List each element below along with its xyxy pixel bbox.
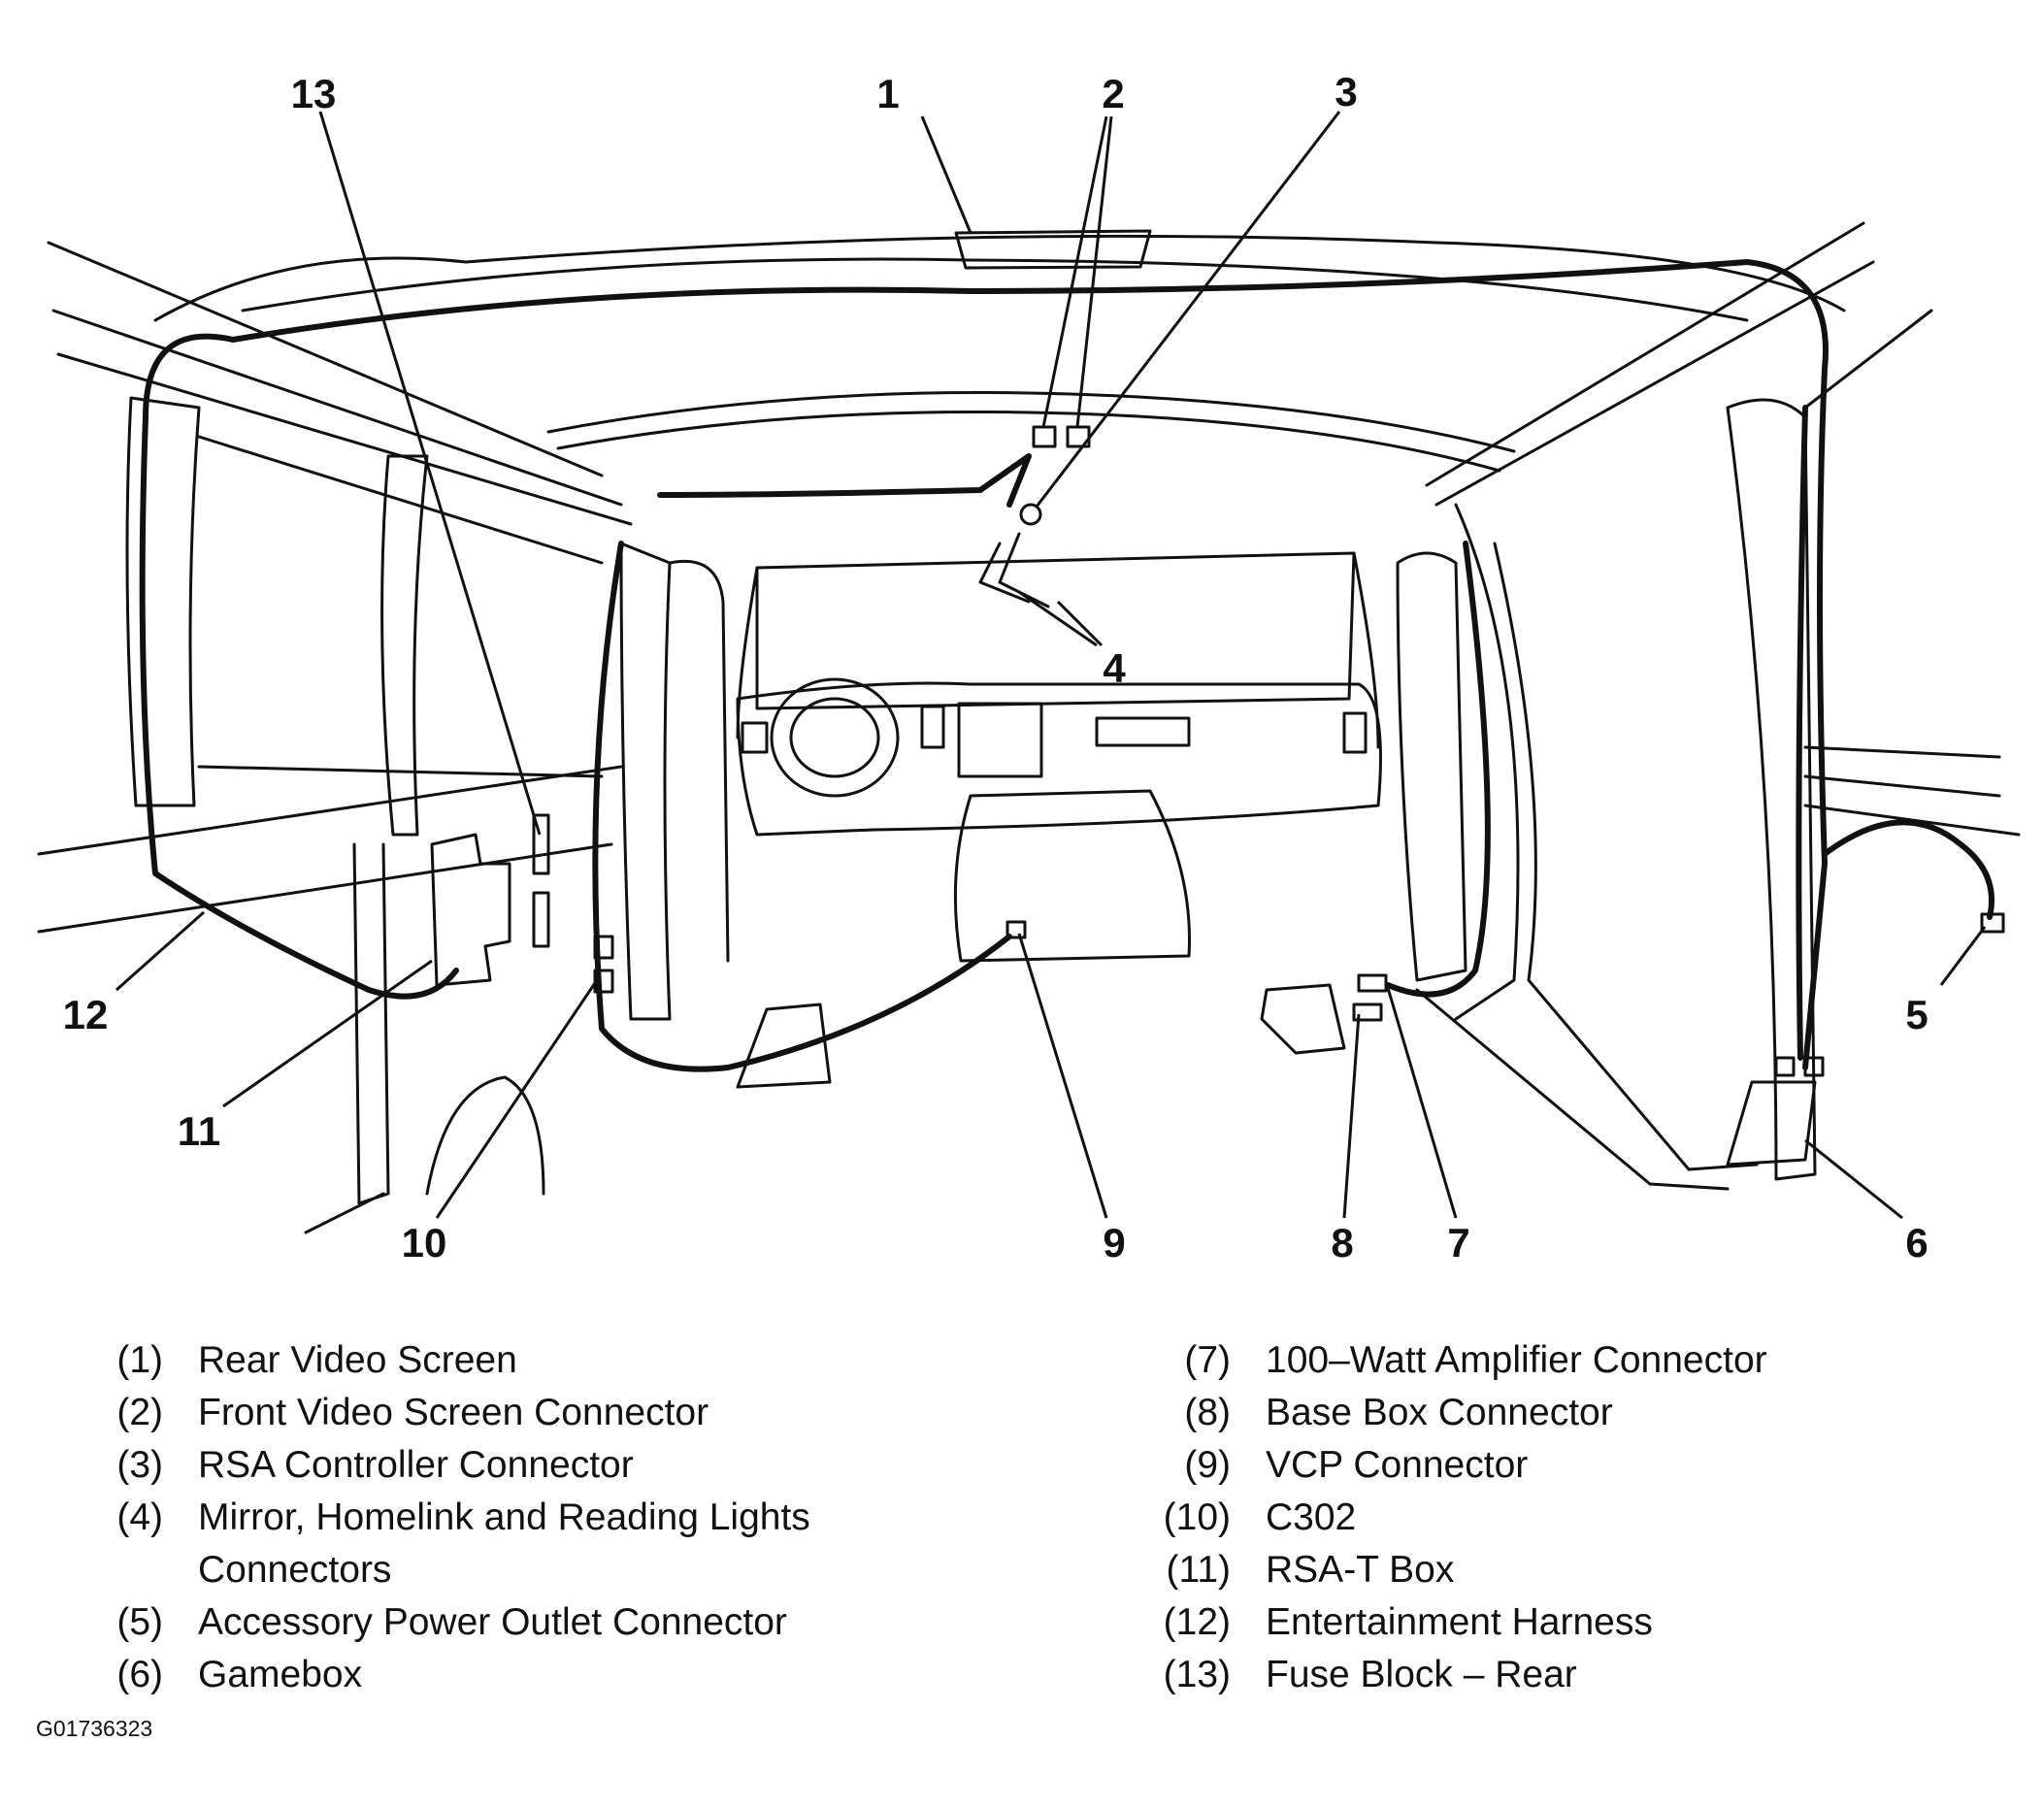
legend-item: (2) Front Video Screen Connector [78, 1387, 980, 1439]
legend-label: VCP Connector [1266, 1444, 1529, 1486]
leader-6 [1804, 1138, 1903, 1220]
gamebox [1726, 1080, 1817, 1167]
amplifier-connector [1357, 973, 1388, 993]
leader-9 [1017, 933, 1108, 1219]
legend-label: Base Box Connector [1266, 1392, 1613, 1433]
legend-label: Front Video Screen Connector [198, 1392, 709, 1433]
legend-left-column: (1) Rear Video Screen (2) Front Video Sc… [78, 1334, 980, 1701]
legend-number: (10) [1163, 1496, 1231, 1538]
legend-item: (4) Mirror, Homelink and Reading Lights … [78, 1492, 980, 1596]
leader-7 [1386, 987, 1458, 1219]
steering-wheel [770, 677, 900, 798]
entertainment-harness [139, 333, 459, 1000]
roof-outline [153, 234, 1846, 322]
legend-number: (13) [1163, 1654, 1231, 1695]
legend-right-column: (7) 100–Watt Amplifier Connector (8) Bas… [1145, 1334, 2019, 1701]
legend-item: (3) RSA Controller Connector [78, 1439, 980, 1492]
base-box-connector [1352, 1003, 1383, 1022]
callout-11: 11 [177, 1108, 221, 1154]
leader-3 [1035, 111, 1341, 508]
legend-number: (6) [116, 1654, 163, 1695]
callout-5: 5 [1905, 992, 1929, 1037]
callout-4: 4 [1103, 645, 1126, 691]
rsa-controller-connector [1019, 503, 1042, 526]
legend-item: (8) Base Box Connector [1145, 1387, 2019, 1439]
callout-7: 7 [1447, 1220, 1470, 1266]
legend-number: (4) [116, 1496, 163, 1538]
callout-9: 9 [1103, 1220, 1126, 1266]
leader-4a [1018, 590, 1098, 647]
legend-label: Gamebox [198, 1654, 363, 1695]
callout-13: 13 [290, 71, 337, 116]
legend-label: Entertainment Harness [1266, 1601, 1653, 1643]
legend-number: (8) [1184, 1392, 1231, 1433]
legend-label: Fuse Block – Rear [1266, 1654, 1577, 1695]
legend-item: (11) RSA-T Box [1145, 1544, 2019, 1596]
callout-8: 8 [1331, 1220, 1354, 1266]
legend-number: (12) [1163, 1601, 1231, 1643]
callout-10: 10 [401, 1220, 447, 1266]
front-video-screen-connector [1032, 425, 1057, 448]
legend-label: RSA Controller Connector [198, 1444, 634, 1486]
leader-8 [1342, 1013, 1361, 1219]
callout-1: 1 [876, 71, 900, 116]
legend-item: (1) Rear Video Screen [78, 1334, 980, 1387]
legend-label: Rear Video Screen [198, 1339, 517, 1381]
legend-number: (1) [116, 1339, 163, 1381]
legend-item: (12) Entertainment Harness [1145, 1596, 2019, 1649]
callout-2: 2 [1102, 71, 1125, 116]
legend-label: Accessory Power Outlet Connector [198, 1601, 787, 1643]
leader-1 [920, 115, 973, 234]
callout-6: 6 [1905, 1220, 1929, 1266]
legend-item: (5) Accessory Power Outlet Connector [78, 1596, 980, 1649]
legend-number: (3) [116, 1444, 163, 1486]
leader-4b [1056, 600, 1104, 647]
leader-2b [1075, 115, 1113, 428]
legend-item: (7) 100–Watt Amplifier Connector [1145, 1334, 2019, 1387]
vehicle-interior-wiring-illustration [37, 111, 2021, 1234]
legend-item: (13) Fuse Block – Rear [1145, 1649, 2019, 1701]
legend-number: (11) [1166, 1549, 1231, 1591]
legend-item: (6) Gamebox [78, 1649, 980, 1701]
legend-label: Mirror, Homelink and Reading Lights Conn… [198, 1496, 810, 1591]
legend-label: C302 [1266, 1496, 1357, 1538]
leader-11 [222, 959, 433, 1108]
legend-item: (10) C302 [1145, 1492, 2019, 1544]
leader-2a [1041, 115, 1108, 428]
center-console [953, 789, 1191, 963]
legend-number: (5) [116, 1601, 163, 1643]
legend-number: (7) [1184, 1339, 1231, 1381]
leader-5 [1939, 926, 1987, 986]
headliner-front-edge [546, 391, 1516, 453]
legend-number: (2) [116, 1392, 163, 1433]
callout-3: 3 [1335, 69, 1358, 115]
windshield [755, 551, 1356, 710]
roof-inner [241, 257, 1749, 322]
callout-12: 12 [62, 992, 109, 1037]
rear-video-screen [954, 229, 1152, 270]
dashboard [736, 681, 1382, 837]
leader-12 [115, 910, 205, 992]
legend-label: 100–Watt Amplifier Connector [1266, 1339, 1767, 1381]
legend-number: (9) [1184, 1444, 1231, 1486]
legend-label: RSA-T Box [1266, 1549, 1455, 1591]
leader-13 [318, 111, 542, 836]
leader-10 [435, 979, 599, 1219]
legend-item: (9) VCP Connector [1145, 1439, 2019, 1492]
rsa-t-box [430, 833, 511, 987]
figure-id: G01736323 [36, 1716, 153, 1741]
fuse-block-rear [532, 813, 550, 875]
